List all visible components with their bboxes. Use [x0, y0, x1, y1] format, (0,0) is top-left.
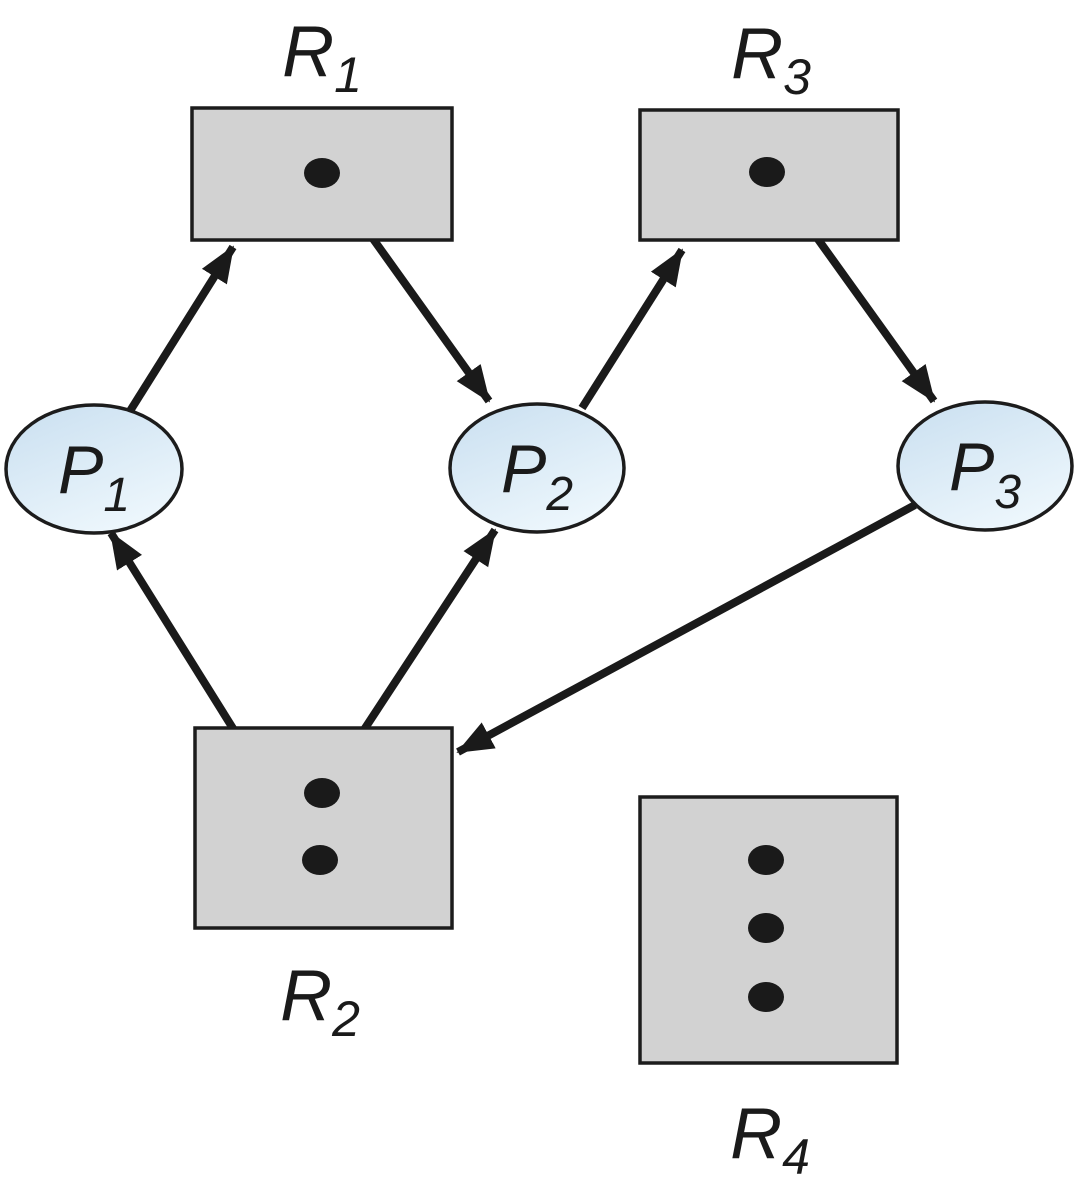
process-label-p3-sub: 3 [994, 466, 1021, 519]
edge-p1-to-r1-request [126, 244, 237, 414]
resource-label-r3: R3 [731, 14, 811, 105]
process-label-p2-sub: 2 [545, 468, 573, 521]
resource-instance-dot-r1 [304, 158, 340, 188]
resource-label-r1-sub: 1 [334, 47, 362, 103]
process-label-p1: P1 [58, 432, 130, 522]
process-label-p3-base: P [949, 429, 994, 505]
resource-node-r2 [193, 726, 454, 930]
edge-p3-to-r2-request [456, 501, 917, 756]
resource-instance-dot-r2-2 [302, 845, 338, 875]
label-layer: R1 R3 R2 R4 P1 P2 P3 [58, 12, 1021, 1184]
process-node-p3 [896, 400, 1074, 532]
resource-label-r4-base: R [730, 1094, 782, 1174]
process-label-p3: P3 [949, 429, 1021, 519]
resource-label-r3-base: R [731, 14, 783, 94]
resource-label-r1: R1 [282, 12, 362, 103]
process-node-p1 [4, 403, 184, 535]
process-label-p2-base: P [501, 431, 546, 507]
process-label-p1-sub: 1 [103, 469, 130, 522]
resource-label-r1-base: R [282, 12, 334, 92]
process-label-p1-base: P [58, 432, 103, 508]
resource-instance-dot-r2-1 [304, 778, 340, 808]
resource-instance-dot-r4-3 [748, 982, 784, 1012]
resource-label-r2-base: R [280, 956, 332, 1036]
resource-instance-dot-r3 [749, 157, 785, 187]
resource-instance-dot-r4-1 [748, 845, 784, 875]
resource-label-r2-sub: 2 [331, 991, 360, 1047]
process-layer [4, 400, 1074, 535]
resource-layer [190, 106, 900, 1065]
process-label-p2: P2 [501, 431, 573, 521]
edge-p2-to-r3-request [578, 247, 686, 411]
resource-label-r2: R2 [280, 956, 360, 1047]
resource-label-r4-sub: 4 [782, 1129, 810, 1184]
resource-instance-dot-r4-2 [748, 913, 784, 943]
resource-label-r3-sub: 3 [783, 49, 811, 105]
process-node-p2 [448, 402, 626, 534]
resource-label-r4: R4 [730, 1094, 810, 1184]
